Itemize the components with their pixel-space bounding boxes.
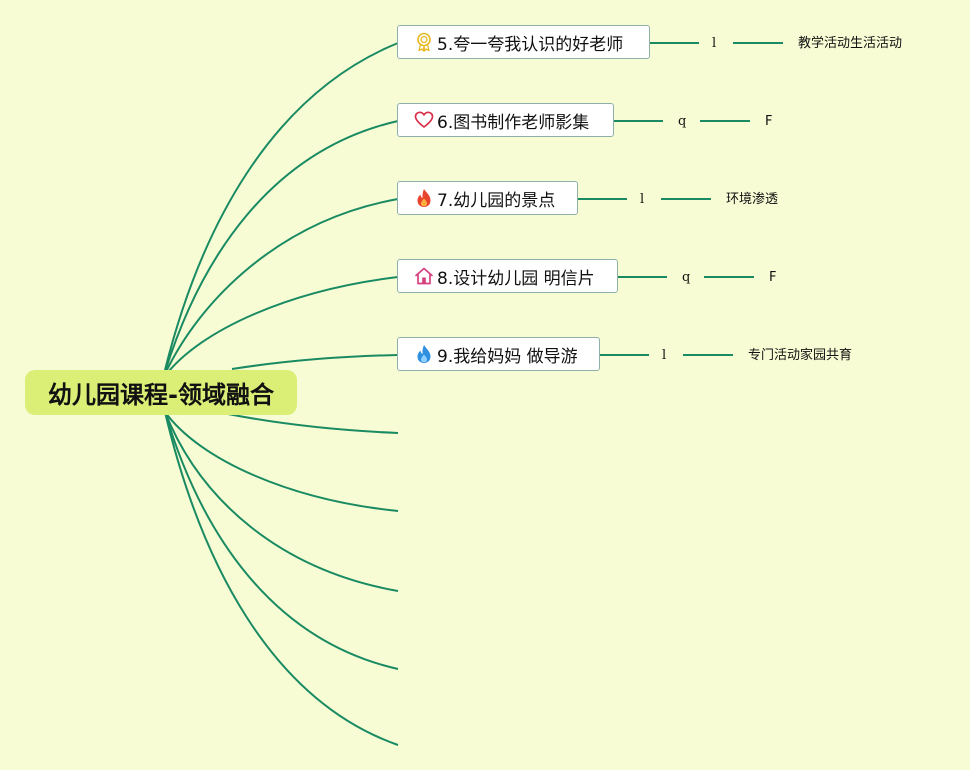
edge-root-empty-1 [227, 413, 399, 434]
root-topic-title: 幼儿园课程-领域融合 [48, 381, 274, 409]
edge-root-empty-4 [164, 411, 399, 670]
branch-topic-4-label: 8.设计幼儿园 明信片 [437, 268, 595, 289]
edge-root-to-branch-2 [164, 120, 399, 373]
branch-topic-3[interactable]: 7.幼儿园的景点 [397, 181, 578, 215]
edge-root-empty-3 [164, 411, 399, 592]
branch-4-middle-label: q [682, 270, 691, 285]
edge-root-empty-2 [164, 411, 399, 512]
edge-root-to-branch-3 [164, 198, 399, 375]
edge-root-empty-5 [164, 411, 399, 746]
edge-root-to-branch-4 [164, 276, 399, 377]
edge-root-to-branch-5 [231, 354, 399, 370]
branch-3-middle-label: l [640, 192, 645, 207]
water-drop-icon [414, 344, 434, 364]
house-icon [414, 266, 434, 286]
branch-topic-2[interactable]: 6.图书制作老师影集 [397, 103, 614, 137]
branch-topic-1[interactable]: 5.夸一夸我认识的好老师 [397, 25, 650, 59]
branch-2-middle-label: q [678, 114, 687, 129]
branch-5-leaf-label: 专门活动家园共育 [748, 348, 853, 363]
branch-3-leaf-label: 环境渗透 [726, 192, 779, 207]
branch-topic-4[interactable]: 8.设计幼儿园 明信片 [397, 259, 618, 293]
branch-4-leaf-label: F [769, 270, 777, 285]
root-topic[interactable]: 幼儿园课程-领域融合 [25, 370, 297, 415]
edge-root-to-branch-1 [164, 42, 399, 371]
branch-1-middle-label: l [712, 36, 717, 51]
branch-topic-2-label: 6.图书制作老师影集 [437, 112, 590, 133]
branch-topic-3-label: 7.幼儿园的景点 [437, 190, 556, 211]
branch-1-leaf-label: 教学活动生活活动 [798, 36, 903, 51]
award-medal-icon [414, 32, 434, 52]
heart-outline-icon [414, 110, 434, 130]
branch-topic-5-label: 9.我给妈妈 做导游 [437, 346, 578, 367]
branch-5-middle-label: l [662, 348, 667, 363]
fire-icon [414, 188, 434, 208]
branch-2-leaf-label: F [765, 114, 773, 129]
branch-topic-5[interactable]: 9.我给妈妈 做导游 [397, 337, 600, 371]
branch-topic-1-label: 5.夸一夸我认识的好老师 [437, 34, 624, 55]
